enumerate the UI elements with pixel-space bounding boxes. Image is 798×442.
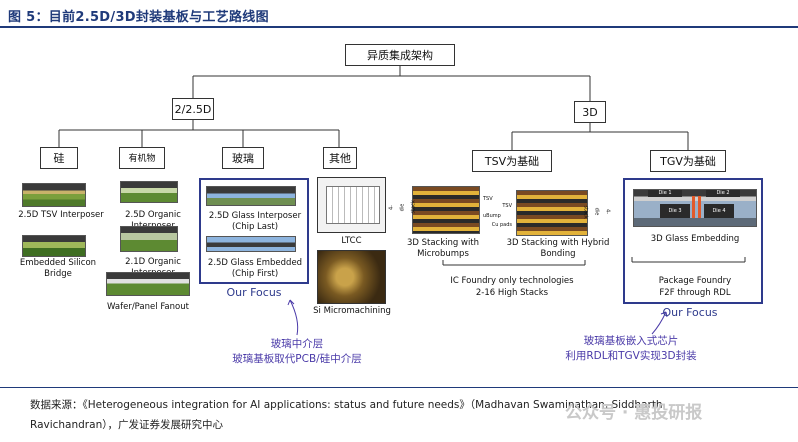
title-rule: [0, 26, 798, 28]
fanout-image: [106, 272, 190, 296]
source-line-1: 数据来源：《Heterogeneous integration for AI a…: [30, 399, 663, 411]
tgv-focus-box: [623, 178, 763, 304]
si-micromachining-image: [317, 250, 386, 304]
tsv-item-1: 3D Stacking with Microbumps: [406, 238, 480, 259]
tsv-item-2: 3D Stacking with Hybrid Bonding: [506, 238, 610, 259]
other-item-1: LTCC: [341, 236, 362, 246]
node-other: 其他: [323, 147, 357, 169]
chip-die-2: Die 2: [706, 190, 740, 197]
node-3d: 3D: [574, 101, 606, 123]
tsv-side-label-6: Cu pads: [491, 222, 512, 228]
glass-focus-box: [199, 178, 309, 284]
tgv-item: 3D Glass Embedding: [650, 234, 740, 244]
node-glass: 玻璃: [222, 147, 264, 169]
glass-embedded-image: [206, 236, 296, 252]
other-item-2: Si Micromachining: [313, 306, 391, 316]
glass-annotation-2: 玻璃基板取代PCB/硅中介层: [232, 353, 362, 365]
source-line-2: Ravichandran），广发证券发展研究中心: [30, 419, 223, 431]
organic-21d-image: [120, 226, 178, 252]
hybrid-bonding-stack-image: [516, 190, 588, 236]
tgv-note-1: Package Foundry: [658, 276, 732, 286]
glass-item-2: 2.5D Glass Embedded (Chip First): [207, 258, 303, 279]
node-25d: 2/2.5D: [172, 98, 214, 120]
tgv-note-2: F2F through RDL: [659, 288, 731, 298]
glass-item-1: 2.5D Glass Interposer (Chip Last): [208, 211, 302, 232]
tsv-interposer-image: [22, 183, 86, 207]
figure-title: 图 5：目前2.5D/3D封装基板与工艺路线图: [8, 10, 269, 25]
node-tgv: TGV为基础: [650, 150, 726, 172]
node-silicon: 硅: [40, 147, 78, 169]
tgv-annotation-2: 利用RDL和TGV实现3D封装: [565, 350, 697, 362]
watermark: 公众号 · 惠投研报: [565, 403, 703, 423]
glass-our-focus: Our Focus: [226, 286, 282, 299]
silicon-bridge-image: [22, 235, 86, 257]
microbump-stack-image: [412, 186, 480, 234]
chip-die-1: Die 1: [648, 190, 682, 197]
glass-interposer-image: [206, 186, 296, 206]
source-rule: [0, 387, 798, 388]
tsv-side-label-1: 4-die stack: [388, 200, 417, 214]
node-organic: 有机物: [119, 147, 165, 169]
ltcc-image: [317, 177, 386, 233]
chip-die-4: Die 4: [704, 204, 734, 218]
tsv-side-label-5: TSV: [502, 203, 512, 209]
tsv-side-label-4: uBump: [483, 213, 501, 219]
root-node: 异质集成架构: [345, 44, 455, 66]
node-tsv: TSV为基础: [472, 150, 552, 172]
si-item-1: 2.5D TSV Interposer: [18, 210, 104, 220]
tgv-our-focus: Our Focus: [662, 306, 718, 319]
tsv-note-1: IC Foundry only technologies: [450, 276, 574, 286]
tgv-annotation-1: 玻璃基板嵌入式芯片: [583, 335, 679, 347]
chip-die-3: Die 3: [660, 204, 690, 218]
organic-interposer-image: [120, 181, 178, 203]
tgv-via: [692, 196, 695, 218]
tsv-side-label-3: TSV: [483, 196, 493, 202]
tgv-via: [698, 196, 701, 218]
glass-embedding-image: Die 1 Die 2 Die 3 Die 4: [633, 189, 757, 227]
organic-item-3: Wafer/Panel Fanout: [107, 302, 189, 312]
si-item-2: Embedded Silicon Bridge: [19, 258, 97, 279]
tsv-note-2: 2-16 High Stacks: [475, 288, 549, 298]
tsv-side-label-2: 4-die stack: [582, 205, 611, 219]
glass-annotation-1: 玻璃中介层: [270, 338, 324, 350]
